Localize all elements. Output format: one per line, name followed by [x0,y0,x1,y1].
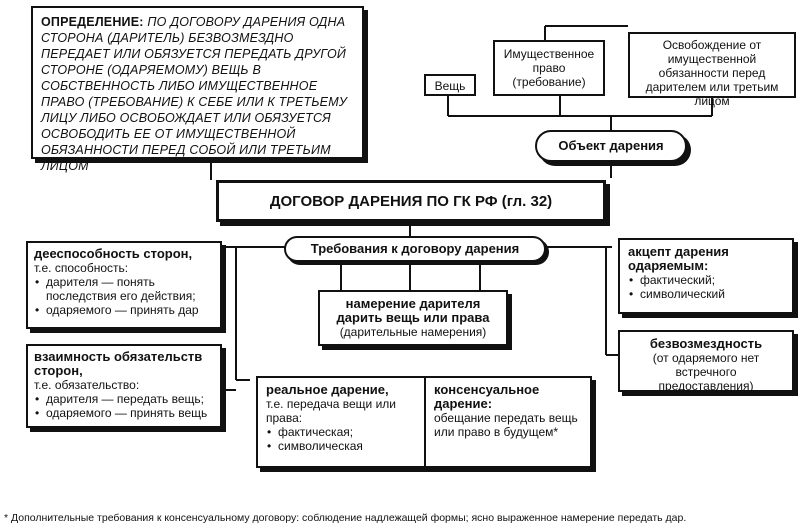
gift-object-title: Объект дарения [535,130,687,162]
gratuitous-box: безвозмездность (от одаряемого нет встре… [618,330,794,393]
intention-subtitle: (дарительные намерения) [339,325,487,339]
mutuality-list: дарителя — передать вещь; одаряемого — п… [34,392,214,420]
capacity-title: дееспособность сторон, [34,246,193,261]
mutuality-title: взаимность обязательств сторон, [34,349,203,378]
object-release-box: Освобождение от имущественной обязанност… [628,32,796,108]
capacity-box: дееспособность сторон, т.е. способность:… [26,241,222,329]
gratuitous-title: безвозмездность [649,336,763,351]
real-gift-box: реальное дарение, т.е. передача вещи или… [256,376,426,468]
main-title: ДОГОВОР ДАРЕНИЯ ПО ГК РФ (гл. 32) [216,180,606,222]
list-item: дарителя — передать вещь; [34,392,214,406]
definition-text: ПО ДОГОВОРУ ДАРЕНИЯ ОДНА СТОРОНА (ДАРИТЕ… [41,15,348,173]
requirements-title: Требования к договору дарения [284,236,546,262]
list-item: одаряемого — принять дар [34,303,214,317]
list-item: дарителя — понять последствия его действ… [34,275,214,303]
consensual-gift-text: обещание передать вещь или право в будущ… [434,411,578,439]
list-item: фактический; [628,273,784,287]
object-property-right-box: Имущественное право (требование) [493,40,605,96]
list-item: одаряемого — принять вещь [34,406,214,420]
capacity-list: дарителя — понять последствия его действ… [34,275,214,317]
intention-box: намерение дарителя дарить вещь или права… [318,290,508,346]
consensual-gift-box: консенсуальное дарение: обещание передат… [424,376,592,468]
list-item: символическая [266,439,416,453]
object-thing-label: Вещь [434,79,466,93]
object-thing-box: Вещь [424,74,476,96]
real-gift-list: фактическая; символическая [266,425,416,453]
object-property-right-label: Имущественное право (требование) [503,47,595,89]
mutuality-box: взаимность обязательств сторон, т.е. обя… [26,344,222,428]
acceptance-list: фактический; символический [628,273,784,301]
consensual-gift-title: консенсуальное дарение: [434,382,540,411]
intention-title: намерение дарителя дарить вещь или права [336,296,490,325]
list-item: фактическая; [266,425,416,439]
real-gift-title: реальное дарение, [266,382,389,397]
list-item: символический [628,287,784,301]
real-gift-subtitle: т.е. передача вещи или права: [266,397,397,425]
gratuitous-text: (от одаряемого нет встречного предоставл… [652,351,760,393]
definition-box: ОПРЕДЕЛЕНИЕ: ПО ДОГОВОРУ ДАРЕНИЯ ОДНА СТ… [31,6,364,173]
mutuality-subtitle: т.е. обязательство: [34,378,140,392]
acceptance-title: акцепт дарения одаряемым: [628,244,729,273]
definition-label: ОПРЕДЕЛЕНИЕ: [41,15,144,29]
acceptance-box: акцепт дарения одаряемым: фактический; с… [618,238,794,314]
object-release-label: Освобождение от имущественной обязанност… [645,38,779,108]
capacity-subtitle: т.е. способность: [34,261,129,275]
footnote: * Дополнительные требования к консенсуал… [4,512,687,524]
